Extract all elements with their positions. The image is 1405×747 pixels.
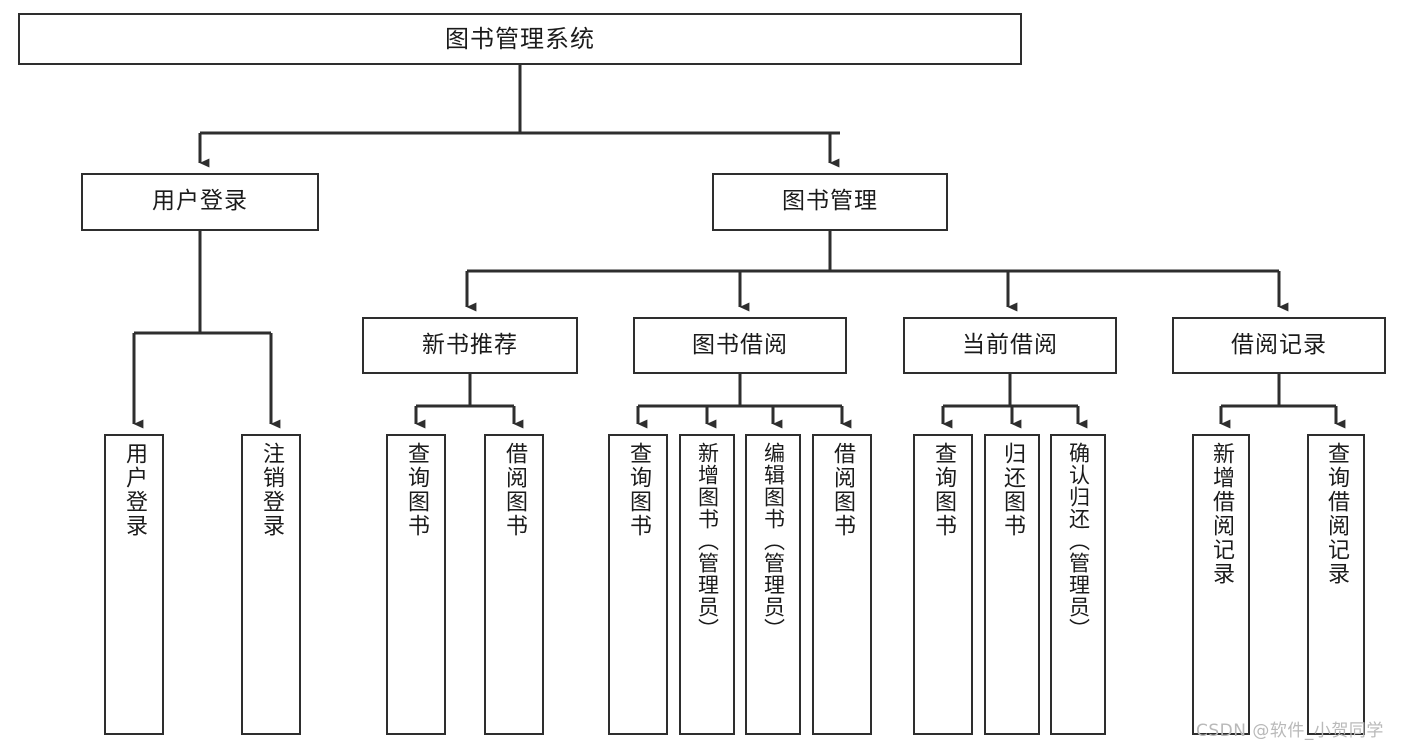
node-label-leaf-confirm-return: 确认归还（管理员） bbox=[1066, 442, 1091, 640]
node-label-leaf-query-record: 查询借阅记录 bbox=[1324, 442, 1349, 586]
node-leaf-query-book-bor[interactable]: 查询图书 bbox=[608, 434, 668, 735]
node-label-borrow-record: 借阅记录 bbox=[1231, 331, 1327, 358]
node-root[interactable]: 图书管理系统 bbox=[18, 13, 1022, 65]
node-label-leaf-add-record: 新增借阅记录 bbox=[1209, 442, 1234, 586]
node-leaf-query-book-cur[interactable]: 查询图书 bbox=[913, 434, 973, 735]
node-leaf-query-record[interactable]: 查询借阅记录 bbox=[1307, 434, 1365, 735]
node-current-borrow[interactable]: 当前借阅 bbox=[903, 317, 1117, 374]
node-borrow-record[interactable]: 借阅记录 bbox=[1172, 317, 1386, 374]
node-leaf-query-book-rec[interactable]: 查询图书 bbox=[386, 434, 446, 735]
node-label-new-book-rec: 新书推荐 bbox=[422, 331, 518, 358]
node-leaf-borrow-book-bor[interactable]: 借阅图书 bbox=[812, 434, 872, 735]
node-leaf-confirm-return[interactable]: 确认归还（管理员） bbox=[1050, 434, 1106, 735]
node-label-leaf-add-book: 新增图书（管理员） bbox=[695, 442, 720, 640]
node-label-leaf-query-book-rec: 查询图书 bbox=[404, 442, 429, 538]
node-label-book-borrow: 图书借阅 bbox=[692, 331, 788, 358]
node-label-leaf-user-login: 用户登录 bbox=[122, 442, 147, 538]
node-leaf-add-record[interactable]: 新增借阅记录 bbox=[1192, 434, 1250, 735]
node-label-leaf-logout: 注销登录 bbox=[259, 442, 284, 538]
node-label-root: 图书管理系统 bbox=[445, 24, 595, 53]
node-label-leaf-return-book: 归还图书 bbox=[1000, 442, 1025, 538]
node-label-book-manage: 图书管理 bbox=[782, 188, 878, 215]
node-leaf-logout[interactable]: 注销登录 bbox=[241, 434, 301, 735]
node-user-login[interactable]: 用户登录 bbox=[81, 173, 319, 231]
node-label-leaf-query-book-bor: 查询图书 bbox=[626, 442, 651, 538]
node-leaf-add-book[interactable]: 新增图书（管理员） bbox=[679, 434, 735, 735]
node-label-leaf-query-book-cur: 查询图书 bbox=[931, 442, 956, 538]
node-leaf-user-login[interactable]: 用户登录 bbox=[104, 434, 164, 735]
node-leaf-return-book[interactable]: 归还图书 bbox=[984, 434, 1040, 735]
node-label-leaf-borrow-book-bor: 借阅图书 bbox=[830, 442, 855, 538]
node-leaf-edit-book[interactable]: 编辑图书（管理员） bbox=[745, 434, 801, 735]
node-label-leaf-borrow-book-rec: 借阅图书 bbox=[502, 442, 527, 538]
node-book-borrow[interactable]: 图书借阅 bbox=[633, 317, 847, 374]
node-label-leaf-edit-book: 编辑图书（管理员） bbox=[761, 442, 786, 640]
node-leaf-borrow-book-rec[interactable]: 借阅图书 bbox=[484, 434, 544, 735]
node-book-manage[interactable]: 图书管理 bbox=[712, 173, 948, 231]
node-new-book-rec[interactable]: 新书推荐 bbox=[362, 317, 578, 374]
node-label-current-borrow: 当前借阅 bbox=[962, 331, 1058, 358]
node-label-user-login: 用户登录 bbox=[152, 188, 248, 215]
